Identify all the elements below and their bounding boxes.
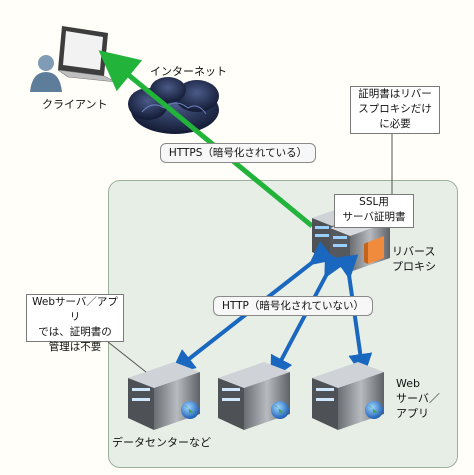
- http-arrow-middle: [270, 251, 347, 381]
- http-arrow-right: [334, 254, 373, 378]
- web-server-label: Web サーバ／ アプリ: [396, 377, 440, 420]
- internet-label: インターネット: [150, 65, 227, 78]
- client-label: クライアント: [42, 98, 108, 111]
- web-server-icon-2: [218, 362, 290, 430]
- http-label: HTTP（暗号化されていない）: [213, 296, 373, 316]
- note-web-no-cert: Webサーバ／アプリ では、証明書の 管理は不要: [26, 294, 124, 353]
- web-server-icon-3: [312, 362, 384, 430]
- note-cert-proxy-only: 証明書はリバー スプロキシだけ に必要: [350, 86, 440, 134]
- web-server-icon-1: [128, 362, 200, 430]
- user-icon: [30, 55, 62, 92]
- https-label: HTTPS（暗号化されている）: [160, 143, 316, 163]
- callout-line-web: [107, 341, 147, 373]
- datacenter-label: データセンターなど: [112, 436, 211, 449]
- note-ssl-certificate: SSL用 サーバ証明書: [334, 194, 414, 228]
- reverse-proxy-label: リバース プロキシ: [392, 245, 436, 273]
- laptop-icon: [57, 26, 117, 83]
